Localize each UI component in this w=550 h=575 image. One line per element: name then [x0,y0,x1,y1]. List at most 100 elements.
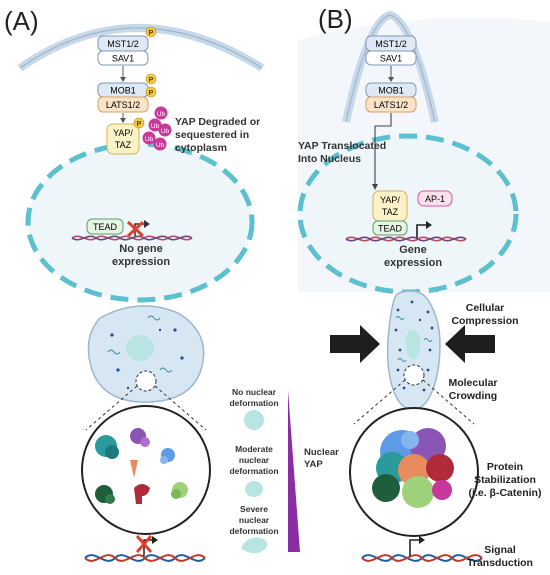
scale-moderate-line-1: Moderate [235,444,273,454]
panel-a-tead-label: TEAD [93,222,118,232]
panel-b-dna [345,236,467,242]
phospho-text: P [149,90,154,97]
nucleus-severe-deformation [241,537,268,554]
panel-a-lats-label: LATS1/2 [106,100,140,110]
panel-b-translocation-arrow [374,113,392,187]
panel-a-tead-node: TEAD [86,218,124,235]
normal-cell-zoom-circle [81,405,211,535]
zoom-line-right [154,385,207,431]
panel-a-mob-node: MOB1 [97,82,149,98]
molecular-crowding-line-1: Molecular [448,377,497,389]
panel-b-mob-node: MOB1 [365,82,417,98]
compressed-cell-dna [361,554,483,562]
panel-a-yap-label-1: YAP/ [113,128,133,138]
panel-a-label: (A) [4,6,39,36]
scale-none-line-2: deformation [229,398,278,408]
panel-b-gene-line-1: Gene [399,244,427,256]
nucleus-no-deformation [244,410,264,430]
scale-moderate-line-3: deformation [229,466,278,476]
panel-b-tead-label: TEAD [378,224,403,234]
panel-a-gene-line-2: expression [112,256,170,268]
panel-a-mob-label: MOB1 [110,86,136,96]
normal-cell-section [81,305,211,562]
panel-b-ap1-node: AP-1 [417,190,453,207]
panel-a-fate-line-1: YAP Degraded or [175,116,260,128]
nucleus-moderate-deformation [245,481,263,497]
panel-a-yap-node: YAP/ TAZ [106,123,140,155]
panel-a-fate-line-2: sequestered in [175,129,249,141]
phospho-text: P [149,77,154,84]
scale-none-line-1: No nuclear [232,387,277,397]
signal-transduction-line-1: Signal [484,544,516,556]
panel-b-tead-node: TEAD [372,220,408,236]
nuclear-yap-line-2: YAP [304,459,323,470]
scale-severe-line-1: Severe [240,504,268,514]
panel-b-lats-label: LATS1/2 [374,100,408,110]
panel-b-sav-node: SAV1 [365,50,417,66]
panel-a-blocked-transcription-icon [126,220,150,238]
panel-b-yap-label-2: TAZ [382,207,399,217]
panel-a-arrowhead-2 [120,118,126,123]
panel-a-sav-node: SAV1 [97,50,149,66]
panel-a-sav-label: SAV1 [112,54,134,64]
molecular-crowding-line-2: Crowding [449,390,497,402]
panel-b-gene-line-2: expression [384,257,442,269]
compressed-squiggles [395,316,433,362]
compression-arrow-right [445,325,495,363]
scale-moderate-line-2: nuclear [239,455,270,465]
ubiquitin-text: Ub [161,128,170,135]
nuclear-yap-line-1: Nuclear [304,447,339,458]
normal-cell-nucleus [126,335,154,361]
panel-b-translocated-line-1: YAP Translocated [298,140,386,152]
panel-b-ap1-label: AP-1 [425,194,445,204]
normal-cell-squiggles [107,315,173,373]
scale-severe-line-3: deformation [229,526,278,536]
signal-transduction-line-2: Transduction [467,557,533,569]
ubiquitin-text: Ub [151,123,160,130]
zoom-line-right-b [422,379,475,425]
panel-b-transcription-start-icon [416,221,432,238]
panel-a-phospho-marks: P P P P [133,26,157,129]
compressed-cell-zoom-spot [403,364,425,386]
panel-a-ubiquitin-chain: Ub Ub Ub Ub Ub [142,106,172,151]
panel-b-mst-node: MST1/2 [365,35,417,52]
panel-a-arrowhead-1 [120,77,126,82]
scale-severe-line-2: nuclear [239,515,270,525]
cellular-compression-line-2: Compression [451,315,518,327]
panel-a-mst-node: MST1/2 [97,35,149,52]
normal-cell-particles [110,328,184,390]
panel-b-yap-label-1: YAP/ [380,195,400,205]
panel-b-mob-label: MOB1 [378,86,404,96]
protein-stabilization-line-2: Stabilization [474,474,536,486]
compressed-cell-section: Cellular Compression Molecular Crowding … [330,290,542,569]
dispersed-proteins [95,428,188,504]
panel-a-nucleus [25,141,255,303]
panel-a: (A) MST1/2 SAV1 MOB1 LATS1/2 YAP/ [4,6,265,303]
panel-a-dna [71,235,193,241]
panel-a-yap-label-2: TAZ [115,140,132,150]
deformation-scale: No nuclear deformation Moderate nuclear … [229,387,339,554]
panel-b-lats-node: LATS1/2 [365,96,417,113]
ubiquitin-text: Ub [145,136,154,143]
zoom-line-left [85,385,138,431]
panel-b-arrowhead-1 [388,77,394,82]
normal-cell-dna [84,554,206,562]
compressed-nucleus [405,329,421,360]
panel-a-mst-label: MST1/2 [107,39,139,49]
panel-b: (B) MST1/2 SAV1 MOB1 LATS1/2 YAP Translo… [297,0,550,295]
protein-stabilization-line-1: Protein [487,461,523,473]
panel-b-yap-node: YAP/ TAZ [372,190,408,222]
normal-cell-blocked-transcription-icon [135,535,158,556]
panel-a-gene-line-1: No gene [119,243,162,255]
protein-stabilization-line-3: (i.e. β-Catenin) [469,487,542,499]
compressed-cell-transcription-icon [409,536,425,556]
phospho-text: P [137,121,142,128]
cellular-compression-line-1: Cellular [466,302,505,314]
panel-b-translocated-line-2: Into Nucleus [298,153,361,165]
phospho-text: P [149,30,154,37]
nuclear-yap-gradient-triangle [288,390,300,552]
panel-b-mst-label: MST1/2 [375,39,407,49]
compression-arrow-left [330,325,380,363]
ubiquitin-text: Ub [156,142,165,149]
